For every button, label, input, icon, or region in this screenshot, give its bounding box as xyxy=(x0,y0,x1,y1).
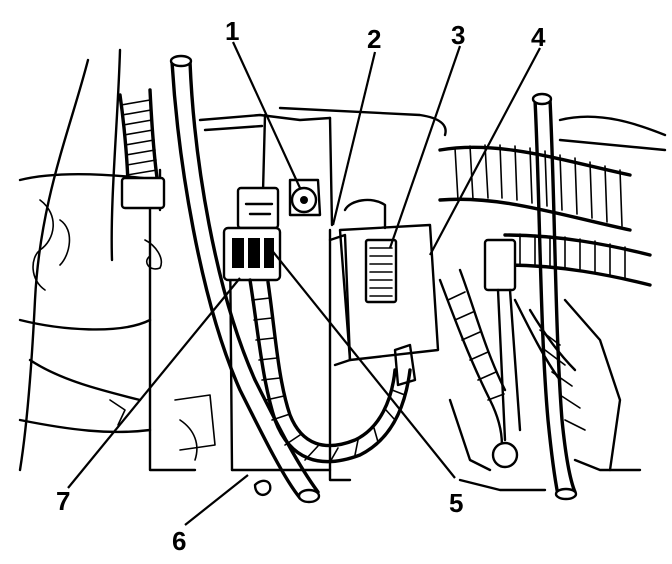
callout-3: 3 xyxy=(451,20,465,50)
callout-4: 4 xyxy=(531,22,546,52)
right-corrugated-harness xyxy=(438,115,667,287)
callout-2: 2 xyxy=(367,24,381,54)
callout-5: 5 xyxy=(449,488,463,518)
left-corrugated-conduit xyxy=(118,88,166,210)
wiring-connector-left xyxy=(222,186,282,282)
right-lower-details xyxy=(438,238,642,492)
center-module xyxy=(174,106,447,482)
callout-1: 1 xyxy=(225,16,239,46)
vertical-hose-left xyxy=(169,54,321,504)
leader-lines xyxy=(67,41,541,526)
vertical-hose-right xyxy=(531,92,578,501)
callout-6: 6 xyxy=(172,526,186,556)
left-body-structure xyxy=(18,48,197,472)
callout-7: 7 xyxy=(56,486,70,516)
control-module-right xyxy=(328,198,440,387)
harness-wire-center xyxy=(248,278,412,497)
